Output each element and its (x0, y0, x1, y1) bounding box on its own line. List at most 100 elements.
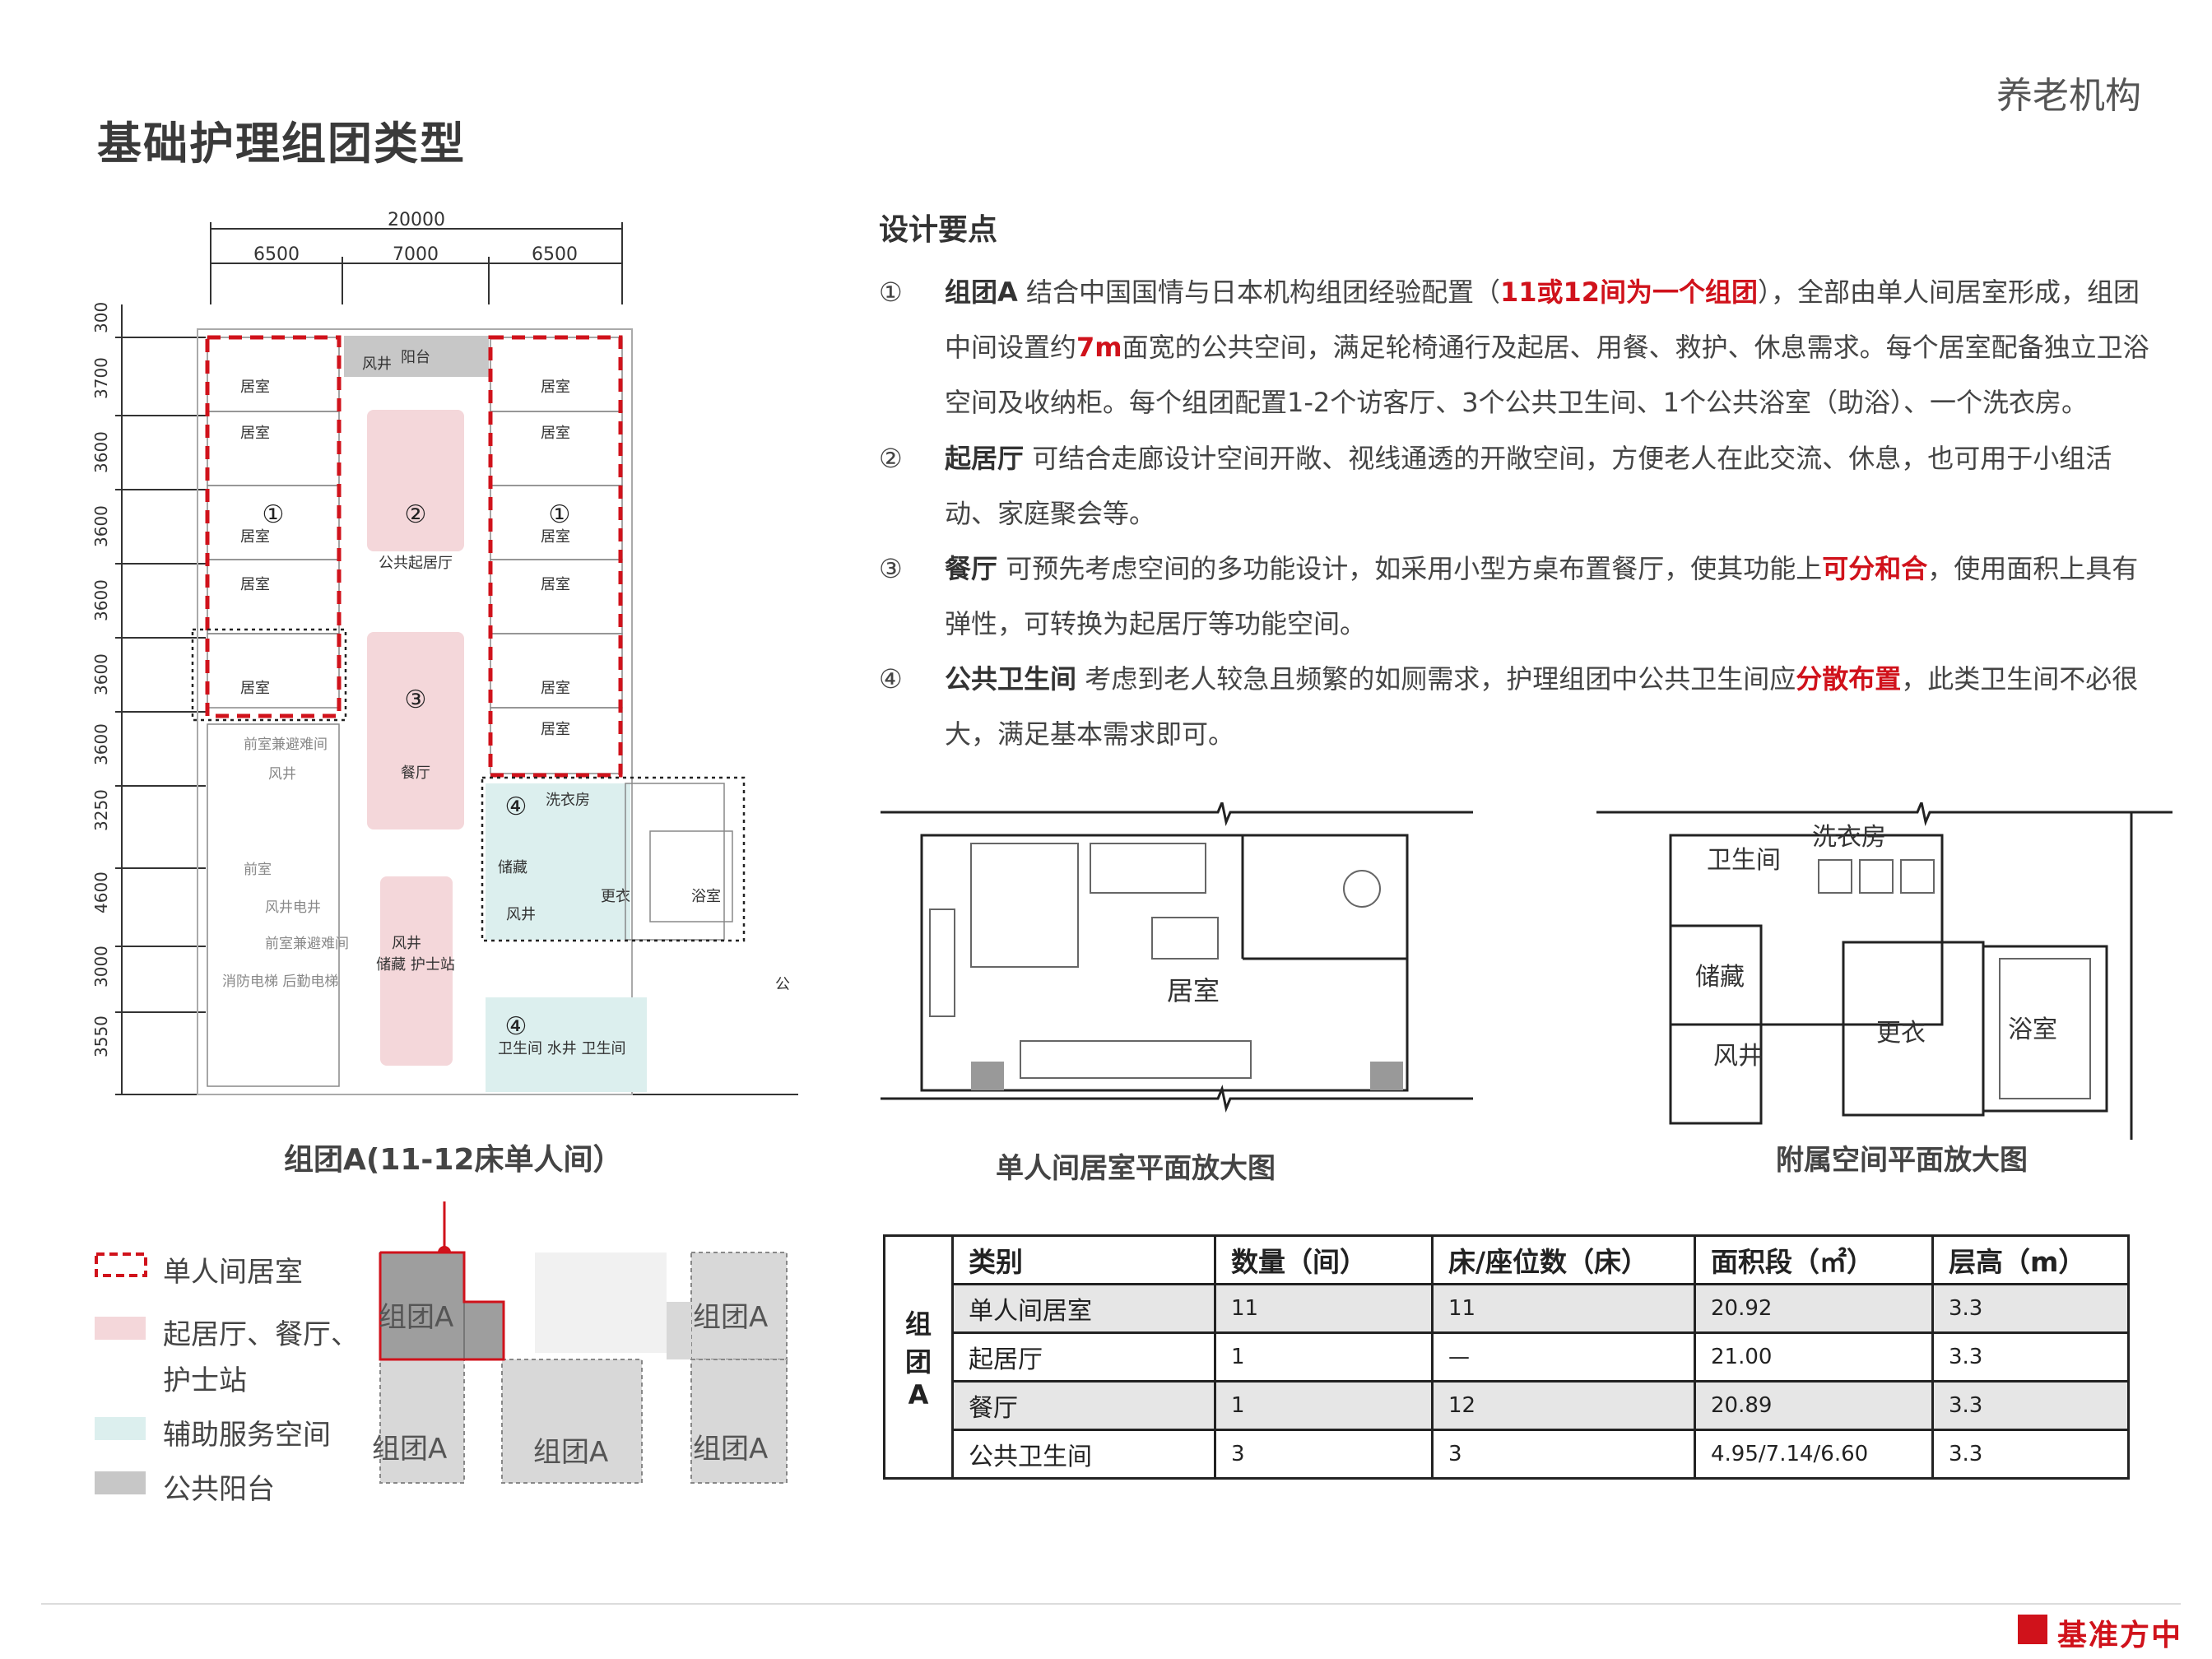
legend-swatch-gray (95, 1471, 146, 1494)
point-1-text-a: 结合中国国情与日本机构组团经验配置（ (1017, 276, 1500, 308)
header-area: 面积段（㎡） (1694, 1234, 1934, 1285)
circle-4-top: ④ (505, 792, 527, 821)
cell-area: 20.92 (1694, 1283, 1934, 1334)
room-label-9: 居室 (541, 576, 570, 593)
room-label-7: 居室 (541, 425, 570, 442)
key-label-4: 组团A (533, 1436, 608, 1469)
point-4-text-b: ，此类卫生间不必很大，满足基本需求即可。 (945, 663, 2139, 750)
point-4-highlight: 分散布置 (1796, 663, 1902, 695)
service-zone-bottom (486, 997, 647, 1092)
cell-count: 1 (1214, 1331, 1434, 1382)
legend-swatch-dashed (95, 1252, 147, 1277)
dining-zone (367, 632, 464, 830)
header-category: 类别 (951, 1234, 1216, 1285)
points-heading: 设计要点 (879, 213, 998, 247)
room-label-10: 居室 (541, 680, 570, 697)
key-label-3: 组团A (372, 1433, 447, 1466)
point-1-text-c: 面宽的公共空间，满足轮椅通行及起居、用餐、救护、休息需求。每个居室配备独立卫浴空… (945, 332, 2149, 418)
cell-height: 3.3 (1931, 1331, 2130, 1382)
point-2-number: ② (879, 443, 903, 474)
footer-divider (41, 1603, 2181, 1605)
cell-count: 11 (1214, 1283, 1434, 1334)
table-row: 公共卫生间 3 3 4.95/7.14/6.60 3.3 (885, 1429, 2130, 1480)
cell-beds: 3 (1431, 1429, 1696, 1480)
point-1-highlight-b: 7m (1076, 332, 1122, 363)
room-enlarged-plan: 居室 (881, 802, 1473, 1113)
point-4-keyword: 公共卫生间 (945, 663, 1077, 695)
table-header-row: 组 团 A 类别 数量（间） 床/座位数（床） 面积段（㎡） 层高（m） (883, 1234, 2130, 1480)
dim-v-9: 3000 (91, 946, 111, 988)
key-plan: 组团A 组团A 组团A 组团A 组团A (372, 1201, 788, 1484)
point-3-keyword: 餐厅 (945, 553, 998, 584)
cell-beds: 12 (1431, 1380, 1696, 1431)
room-label-3: 居室 (240, 528, 270, 546)
dim-left: 6500 (253, 244, 300, 265)
cell-count: 1 (1214, 1380, 1434, 1431)
circle-4-bottom: ④ (505, 1012, 527, 1041)
circle-2: ② (405, 500, 427, 529)
point-3-highlight: 可分和合 (1822, 553, 1928, 584)
point-1-highlight-a: 11或12间为一个组团 (1499, 276, 1759, 308)
point-3: ③ 餐厅 可预先考虑空间的多功能设计，如采用小型方桌布置餐厅，使其功能上可分和合… (879, 541, 2163, 652)
dining-label: 餐厅 (401, 764, 430, 782)
shaft4-label: 风井 (506, 906, 536, 923)
cell-category: 起居厅 (951, 1331, 1216, 1382)
brand-text: 基准方中 (2057, 1619, 2183, 1652)
point-4-text-a: 考虑到老人较急且频繁的如厕需求，护理组团中公共卫生间应 (1076, 663, 1796, 695)
shaft3-label: 风井 (392, 935, 421, 952)
aux-wc-label: 卫生间 (1707, 846, 1781, 875)
cell-category: 单人间居室 (951, 1283, 1216, 1334)
pub-label: 公 (775, 976, 790, 993)
dim-mid: 7000 (393, 244, 439, 265)
balcony-zone (344, 336, 489, 377)
legend-label-balcony: 公共阳台 (163, 1473, 275, 1506)
dim-v-0: 300 (91, 302, 111, 333)
cell-beds: 11 (1431, 1283, 1696, 1334)
bath-label: 浴室 (691, 888, 721, 905)
brand-logo-icon (2018, 1615, 2047, 1644)
point-4: ④ 公共卫生间 考虑到老人较急且频繁的如厕需求，护理组团中公共卫生间应分散布置，… (879, 652, 2163, 762)
cell-area: 21.00 (1694, 1331, 1934, 1382)
header-beds: 床/座位数（床） (1431, 1234, 1696, 1285)
group-label: 组 团 A (883, 1234, 954, 1480)
data-table: 组 团 A 类别 数量（间） 床/座位数（床） 面积段（㎡） 层高（m） 单人间… (883, 1234, 2130, 1480)
point-2-text: 可结合走廊设计空间开敞、视线通透的开敞空间，方便老人在此交流、休息，也可用于小组… (945, 443, 2112, 529)
cell-beds: — (1431, 1331, 1696, 1382)
dim-right: 6500 (532, 244, 578, 265)
table-row: 餐厅 1 12 20.89 3.3 (885, 1380, 2130, 1431)
room-enlarged-caption: 单人间居室平面放大图 (996, 1152, 1276, 1185)
cell-category: 公共卫生间 (951, 1429, 1216, 1480)
balcony-label: 阳台 (401, 349, 430, 366)
nurse-zone (380, 876, 453, 1066)
nurse-label: 储藏 护士站 (376, 956, 455, 974)
room-label-1: 居室 (240, 379, 270, 396)
circle-1-right: ① (549, 500, 571, 529)
cell-count: 3 (1214, 1429, 1434, 1480)
dim-v-1: 3700 (91, 357, 111, 399)
category-label: 养老机构 (1996, 75, 2141, 117)
living-label: 公共起居厅 (379, 555, 453, 572)
cell-height: 3.3 (1931, 1283, 2130, 1334)
room-label-5: 居室 (240, 680, 270, 697)
cell-area: 20.89 (1694, 1380, 1934, 1431)
wc-row-label: 卫生间 水井 卫生间 (498, 1040, 625, 1057)
living-zone (367, 410, 464, 551)
plan-caption: 组团A(11-12床单人间） (284, 1143, 623, 1177)
page-title: 基础护理组团类型 (97, 118, 466, 170)
key-label-1: 组团A (379, 1301, 453, 1334)
dim-v-2: 3600 (91, 431, 111, 473)
point-1-number: ① (879, 276, 903, 308)
front-evac2-label: 前室兼避难间 (265, 936, 349, 952)
table-row: 单人间居室 11 11 20.92 3.3 (885, 1283, 2130, 1334)
circle-3: ③ (405, 685, 427, 714)
aux-laundry-label: 洗衣房 (1812, 823, 1886, 852)
aux-bath-label: 浴室 (2008, 1015, 2057, 1044)
legend-swatch-pink (95, 1317, 146, 1340)
shaft-elev-label: 风井电井 (265, 899, 321, 916)
header-count: 数量（间） (1214, 1234, 1434, 1285)
header-height: 层高（m） (1931, 1234, 2130, 1285)
change-label: 更衣 (601, 888, 630, 905)
point-4-number: ④ (879, 663, 903, 695)
dim-v-4: 3600 (91, 579, 111, 621)
room-label-8: 居室 (541, 528, 570, 546)
